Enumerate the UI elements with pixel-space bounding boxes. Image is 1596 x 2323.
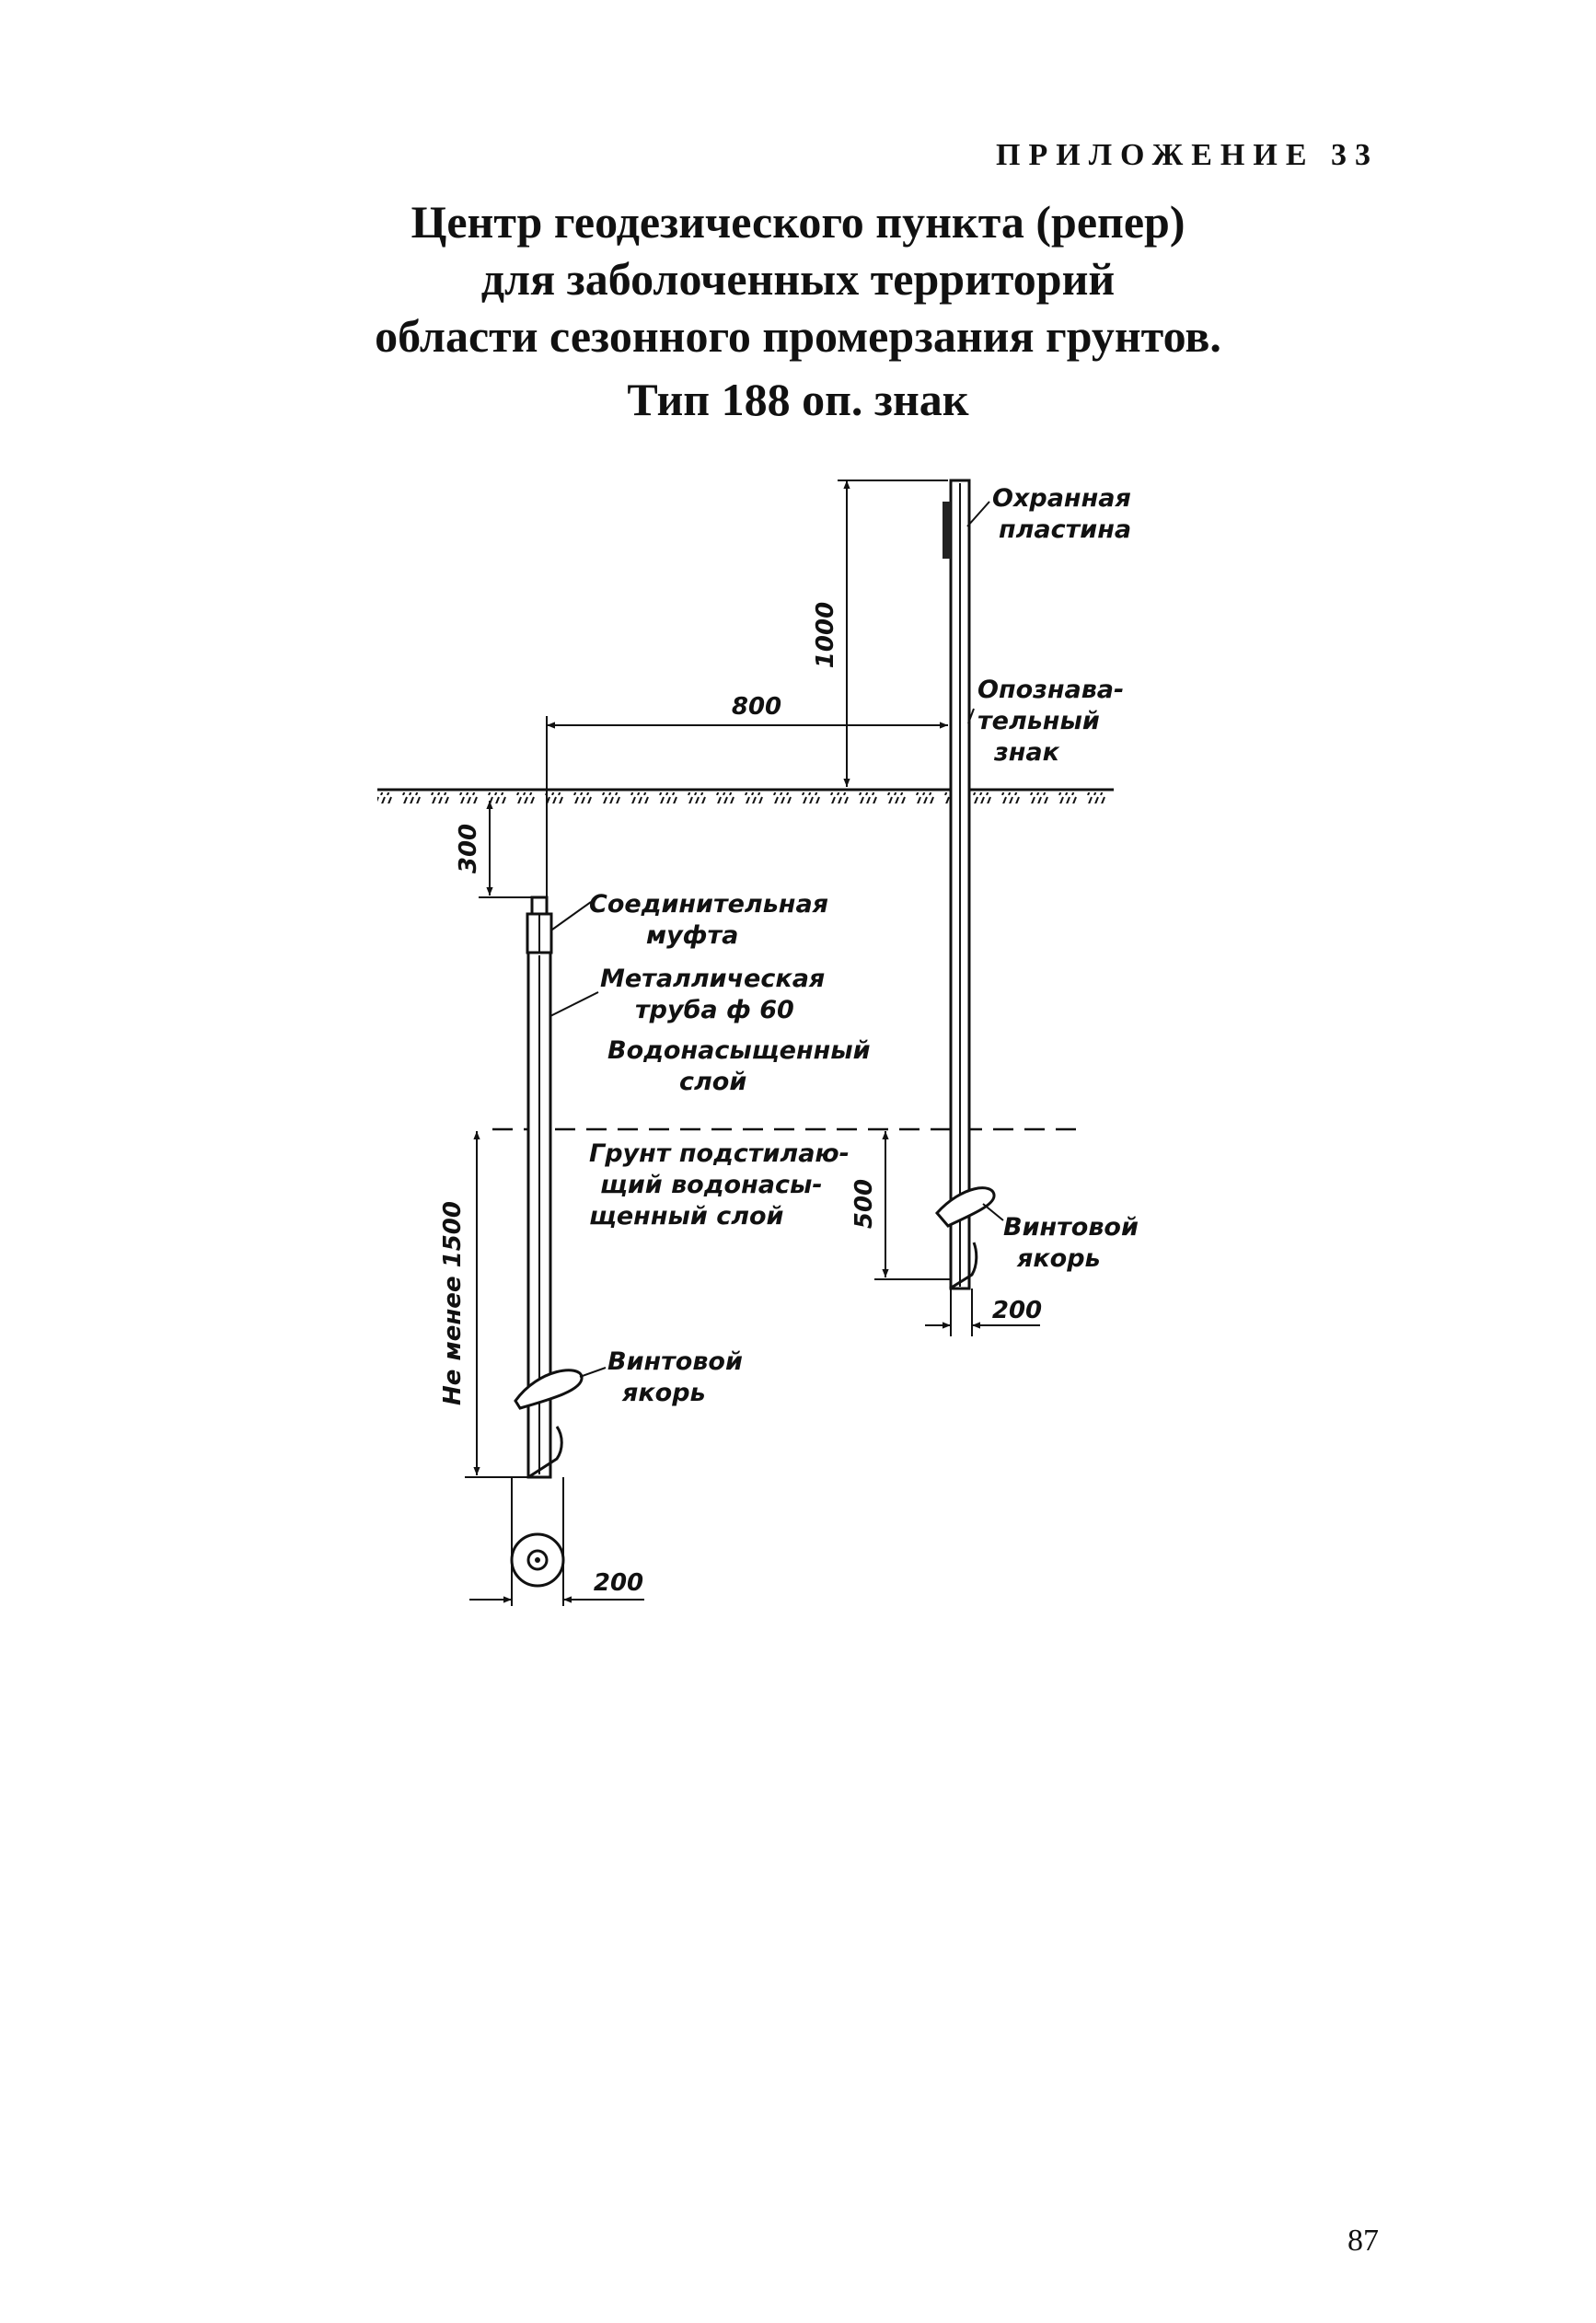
dim-offset: 800 (546, 693, 948, 897)
pipe-plan-view (510, 1477, 565, 1606)
label-screw-anchor-left-1: Винтовой (607, 1347, 743, 1376)
dim-offset-text: 800 (732, 693, 781, 721)
title-line-1: Центр геодезического пункта (репер) (411, 196, 1185, 248)
label-protective-plate-2: пластина (999, 515, 1131, 544)
dim-anchor-depth-text: 500 (850, 1179, 878, 1229)
label-coupling-2: муфта (646, 921, 738, 950)
ground-surface (377, 788, 1114, 803)
label-metal-pipe-2: труба ф 60 (635, 996, 794, 1024)
label-underlying-soil-3: щенный слой (589, 1202, 784, 1231)
dim-sign-height: 1000 (812, 480, 948, 787)
page-subtitle: Тип 188 оп. знак (627, 374, 969, 425)
dim-anchor-width-right: 200 (925, 1289, 1042, 1336)
page-title: Центр геодезического пункта (репер) для … (0, 193, 1596, 364)
label-screw-anchor-right-2: якорь (1016, 1244, 1101, 1273)
dim-anchor-depth: 500 (850, 1131, 950, 1280)
dim-anchor-width-right-text: 200 (992, 1297, 1042, 1324)
label-screw-anchor-right-1: Винтовой (1003, 1213, 1139, 1242)
dim-min-depth: Не менее 1500 (439, 1131, 528, 1478)
label-screw-anchor-left-2: якорь (621, 1379, 706, 1407)
label-metal-pipe-1: Металлическая (600, 965, 825, 993)
title-line-3: области сезонного промерзания грунтов. (375, 310, 1221, 362)
appendix-heading: ПРИЛОЖЕНИЕ 33 (996, 138, 1379, 172)
title-line-2: для заболоченных территорий (480, 253, 1116, 305)
page-number: 87 (1347, 2224, 1379, 2258)
label-water-layer-2: слой (679, 1068, 746, 1096)
label-identification-sign-1: Опознава- (977, 676, 1124, 704)
label-underlying-soil-1: Грунт подстилаю- (589, 1139, 850, 1168)
label-identification-sign-3: знак (993, 738, 1060, 767)
label-protective-plate-1: Охранная (992, 484, 1131, 513)
dim-anchor-width-left: 200 (469, 1569, 644, 1603)
dim-pipe-depth: 300 (455, 801, 532, 898)
metal-pipe (514, 896, 584, 1479)
sign-post (935, 479, 996, 1290)
dim-pipe-depth-text: 300 (455, 824, 482, 873)
label-coupling-1: Соединительная (589, 890, 828, 919)
leader-lines (549, 501, 1004, 1378)
dim-anchor-width-left-text: 200 (594, 1569, 643, 1597)
dim-sign-height-text: 1000 (812, 602, 839, 668)
label-water-layer-1: Водонасыщенный (607, 1036, 871, 1065)
dim-min-depth-text: Не менее 1500 (439, 1201, 467, 1405)
label-underlying-soil-2: щий водонасы- (600, 1171, 823, 1199)
label-identification-sign-2: тельный (977, 707, 1100, 735)
